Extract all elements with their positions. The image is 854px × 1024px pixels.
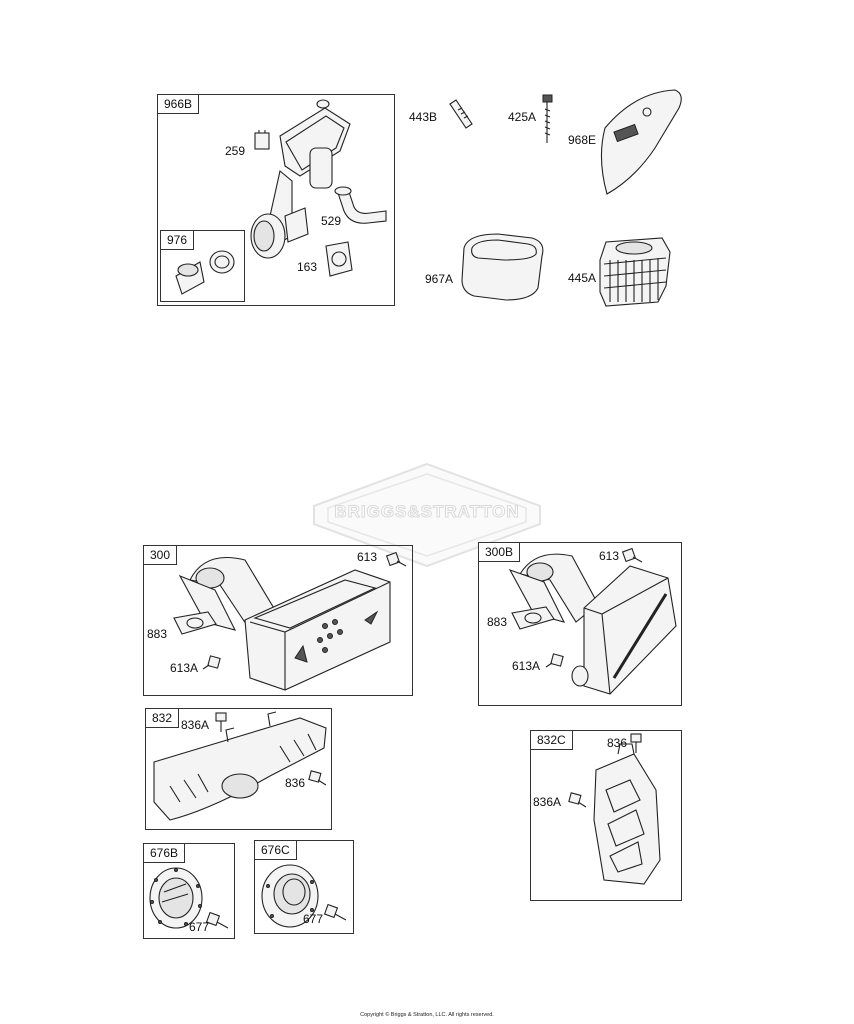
- breather-tube-529-part: [334, 186, 387, 224]
- label-883-300B: 883: [487, 615, 508, 629]
- gasket-163-part: [325, 241, 353, 277]
- label-259: 259: [225, 144, 246, 158]
- screw-677-676C-part: [323, 903, 347, 921]
- label-836-832C: 836: [607, 736, 628, 750]
- assembly-676B: 676B: [143, 843, 235, 939]
- assembly-832C: 832C: [530, 730, 682, 901]
- air-cleaner-base-part: [250, 99, 351, 259]
- muffler-guard-832C-part: [593, 743, 661, 885]
- briggs-stratton-watermark: BRIGGS&STRATTON: [312, 462, 542, 568]
- label-613-300B: 613: [599, 549, 620, 563]
- assembly-tag: 300B: [479, 543, 521, 562]
- label-677-676C: 677: [303, 912, 324, 926]
- screw-836-part: [308, 770, 327, 786]
- label-836A-832C: 836A: [533, 795, 562, 809]
- assembly-tag: 676C: [255, 841, 297, 860]
- screw-836-832C-part: [630, 733, 642, 753]
- spark-arrester-676B-part: [149, 867, 203, 929]
- deflector-676C-part: [261, 864, 319, 928]
- label-677-676B: 677: [189, 920, 210, 934]
- gasket-883-300B-part: [511, 606, 555, 630]
- filter-445A-part: [599, 237, 671, 307]
- muffler-300B-part: [508, 553, 677, 695]
- label-425A: 425A: [508, 110, 537, 124]
- watermark-logo-shape: [313, 462, 541, 568]
- adapter-976-part: [175, 250, 235, 295]
- label-613A-300B: 613A: [512, 659, 541, 673]
- label-883: 883: [147, 627, 168, 641]
- screw-613-300B-part: [621, 547, 643, 563]
- label-836A: 836A: [181, 718, 210, 732]
- assembly-tag: 300: [144, 546, 178, 565]
- label-613: 613: [357, 550, 378, 564]
- label-443B: 443B: [409, 110, 438, 124]
- muffler-300-part: [178, 556, 391, 691]
- stud-443B-part: [449, 99, 473, 129]
- watermark-text: BRIGGS&STRATTON: [334, 502, 520, 522]
- assembly-tag: 976: [161, 231, 195, 250]
- screw-613A-300B-part: [545, 653, 564, 668]
- label-529: 529: [321, 214, 342, 228]
- gasket-883-part: [173, 611, 217, 635]
- assembly-676C: 676C: [254, 840, 354, 934]
- assembly-tag: 832C: [531, 731, 573, 750]
- label-163: 163: [297, 260, 318, 274]
- label-968E: 968E: [568, 133, 597, 147]
- assembly-966B: 966B: [157, 94, 395, 306]
- assembly-300B: 300B: [478, 542, 682, 706]
- muffler-guard-832-part: [153, 711, 327, 821]
- screw-425A-part: [542, 94, 553, 143]
- pre-cleaner-967A-part: [461, 233, 544, 301]
- bracket-259-part: [254, 130, 270, 150]
- cover-968E-part: [600, 89, 682, 195]
- label-445A: 445A: [568, 271, 597, 285]
- label-836: 836: [285, 776, 306, 790]
- copyright-notice: Copyright © Briggs & Stratton, LLC. All …: [360, 1012, 494, 1018]
- screw-613-part: [385, 551, 407, 567]
- label-967A: 967A: [425, 272, 454, 286]
- label-613A: 613A: [170, 661, 199, 675]
- screw-836A-832C-part: [568, 792, 587, 808]
- assembly-tag: 676B: [144, 844, 186, 863]
- assembly-832: 832: [145, 708, 332, 830]
- assembly-tag: 832: [146, 709, 180, 728]
- assembly-tag: 966B: [158, 95, 200, 114]
- assembly-300: 300: [143, 545, 413, 696]
- assembly-976: 976: [160, 230, 245, 302]
- screw-836A-part: [215, 712, 227, 732]
- screw-677-676B-part: [205, 911, 229, 929]
- screw-613A-part: [202, 655, 221, 670]
